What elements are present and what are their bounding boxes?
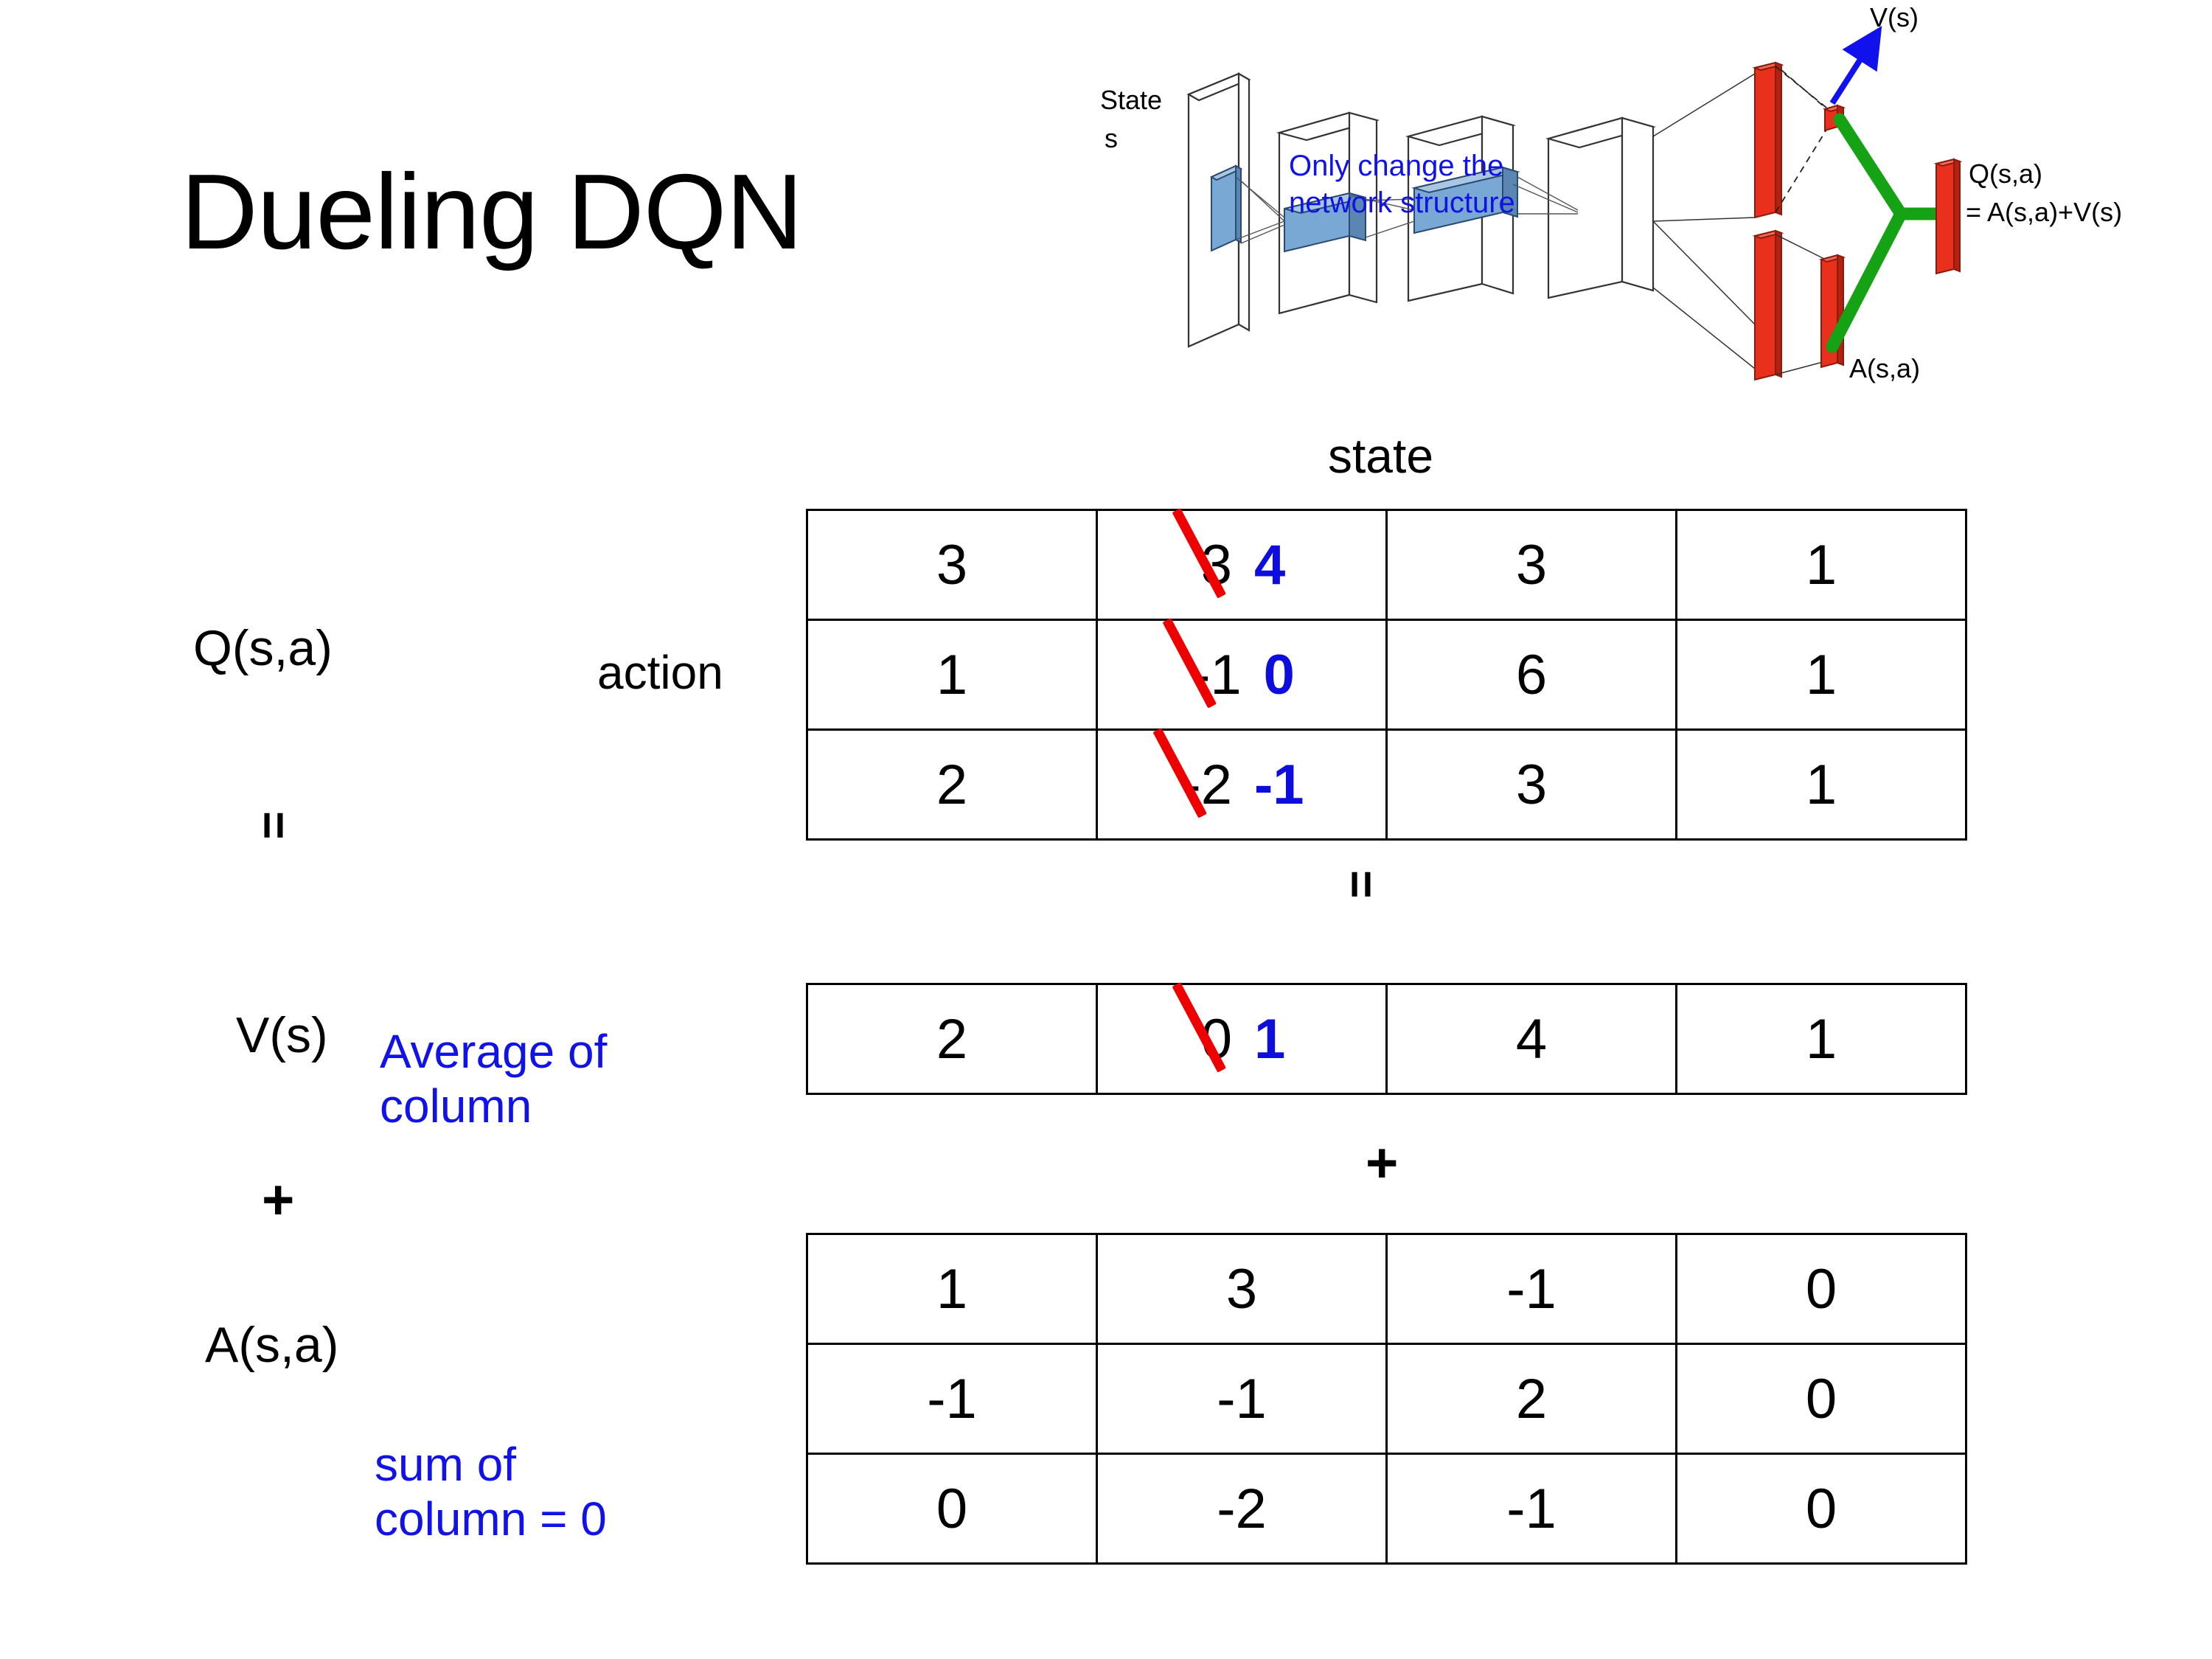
v-cell-c1: 0 1 [1096,983,1388,1095]
cell-value: 0 [1805,1257,1837,1321]
q-cell-r1c0: 1 [806,619,1098,731]
action-axis-label: action [597,646,723,699]
a-cell-r2c2: -1 [1385,1453,1677,1565]
a-function-label: A(s,a) [205,1317,339,1373]
corrected-new-value: -1 [1254,753,1304,816]
table-row: 1 3 -1 0 [806,1233,1967,1345]
q-cell-r0c2: 3 [1385,509,1677,621]
cell-value: 3 [1515,533,1548,597]
table-row: 2 -2 -1 3 1 [806,728,1967,841]
sum-of-column-note: sum of column = 0 [375,1438,607,1546]
cell-value: -1 [1506,1477,1557,1540]
cell-value: 1 [1805,753,1837,816]
v-table: 2 0 1 4 1 [806,983,1967,1095]
cell-value: 0 [1805,1367,1837,1430]
equals-operator-left: = [247,811,302,840]
cell-value: 3 [1225,1257,1258,1321]
cell-value: 2 [936,1007,968,1071]
v-cell-c3: 1 [1675,983,1967,1095]
diagram-state-label-line2: s [1105,123,1118,153]
diagram-qsa-label-line1: Q(s,a) [1969,159,2042,189]
diagram-qsa-label-line2: = A(s,a)+V(s) [1966,197,2122,227]
q-function-label: Q(s,a) [193,620,333,676]
a-cell-r2c1: -2 [1096,1453,1388,1565]
average-note-line1: Average of [380,1025,608,1078]
q-cell-r0c0: 3 [806,509,1098,621]
dueling-network-diagram: State s Only change the network structur… [1091,0,2212,413]
a-cell-r1c3: 0 [1675,1343,1967,1455]
sum-note-line2: column = 0 [375,1492,607,1545]
q-cell-r1c3: 1 [1675,619,1967,731]
cell-value: 4 [1515,1007,1548,1071]
struck-old-value: -2 [1179,753,1235,817]
cell-value: 6 [1515,643,1548,706]
cell-value: 1 [1805,1007,1837,1071]
cell-value: 0 [1805,1477,1837,1540]
v-function-label: V(s) [236,1007,328,1063]
diagram-note-line2: network structure [1289,187,1515,219]
cell-value: -1 [1217,1367,1267,1430]
state-axis-label: state [1327,428,1434,483]
struck-old-value: 3 [1198,533,1235,597]
table-row: 3 3 4 3 1 [806,509,1967,621]
v-cell-c2: 4 [1385,983,1677,1095]
struck-old-value: -1 [1189,643,1245,707]
cell-value: 1 [1805,533,1837,597]
page-title: Dueling DQN [181,152,803,271]
q-cell-r0c1: 3 4 [1096,509,1388,621]
cell-value: 1 [936,1257,968,1321]
cell-value: 2 [1515,1367,1548,1430]
corrected-new-value: 1 [1254,1007,1286,1071]
average-of-column-note: Average of column [380,1025,607,1133]
diagram-state-label-line1: State [1100,85,1162,115]
diagram-asa-label: A(s,a) [1849,353,1920,383]
q-cell-r2c2: 3 [1385,728,1677,841]
cell-value: 1 [1805,643,1837,706]
struck-old-value: 0 [1198,1007,1235,1071]
diagram-note-line1: Only change the [1289,150,1503,182]
table-row: 2 0 1 4 1 [806,983,1967,1095]
average-note-line2: column [380,1079,532,1133]
v-cell-c0: 2 [806,983,1098,1095]
cell-value: 3 [936,533,968,597]
q-cell-r0c3: 1 [1675,509,1967,621]
q-cell-r1c2: 6 [1385,619,1677,731]
diagram-vs-label: V(s) [1870,2,1919,32]
table-row: 0 -2 -1 0 [806,1453,1967,1565]
a-cell-r1c1: -1 [1096,1343,1388,1455]
a-cell-r0c1: 3 [1096,1233,1388,1345]
cell-value: 2 [936,753,968,816]
a-table: 1 3 -1 0 -1 -1 2 0 0 -2 -1 0 [806,1233,1967,1565]
a-cell-r1c0: -1 [806,1343,1098,1455]
cell-value: -1 [927,1367,977,1430]
a-cell-r1c2: 2 [1385,1343,1677,1455]
a-cell-r0c2: -1 [1385,1233,1677,1345]
corrected-new-value: 4 [1254,533,1286,597]
cell-value: -2 [1217,1477,1267,1540]
table-row: 1 -1 0 6 1 [806,619,1967,731]
equals-operator-mid: = [1335,870,1389,899]
sum-note-line1: sum of [375,1438,517,1491]
q-cell-r2c1: -2 -1 [1096,728,1388,841]
q-table: 3 3 4 3 1 1 -1 0 6 1 2 [806,509,1967,841]
plus-operator-mid: + [1366,1132,1399,1194]
q-cell-r1c1: -1 0 [1096,619,1388,731]
cell-value: 1 [936,643,968,706]
q-cell-r2c0: 2 [806,728,1098,841]
a-cell-r0c0: 1 [806,1233,1098,1345]
q-cell-r2c3: 1 [1675,728,1967,841]
plus-operator-left: + [262,1169,295,1231]
a-cell-r2c3: 0 [1675,1453,1967,1565]
cell-value: -1 [1506,1257,1557,1321]
table-row: -1 -1 2 0 [806,1343,1967,1455]
cell-value: 3 [1515,753,1548,816]
corrected-new-value: 0 [1263,643,1295,706]
a-cell-r2c0: 0 [806,1453,1098,1565]
cell-value: 0 [936,1477,968,1540]
a-cell-r0c3: 0 [1675,1233,1967,1345]
